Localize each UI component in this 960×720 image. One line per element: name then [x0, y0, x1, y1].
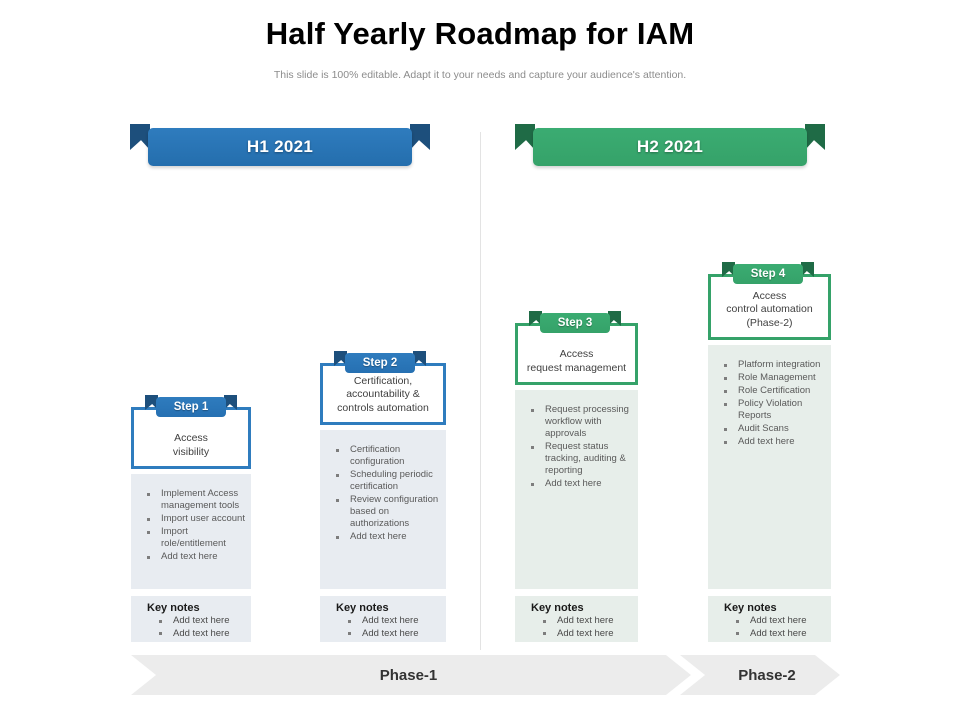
list-item: Import role/entitlement: [137, 526, 245, 550]
step-1-badge-bar: Step 1: [156, 397, 226, 417]
step-2-badge: Step 2: [334, 351, 426, 375]
badge-tail-right-icon: [801, 262, 814, 277]
step-1-heading-text: Access visibility: [172, 432, 210, 458]
list-item: Request status tracking, auditing & repo…: [521, 441, 632, 477]
step-4-heading-box: Access control automation (Phase-2): [708, 274, 831, 340]
step-1-keynotes: Key notes Add text here Add text here: [131, 596, 251, 642]
list-item: Audit Scans: [714, 423, 825, 435]
step-2-heading-text: Certification, accountability & controls…: [337, 374, 429, 414]
banner-h2-2021: H2 2021: [515, 124, 825, 170]
list-item: Role Certification: [714, 385, 825, 397]
step-1-keynotes-list: Add text here Add text here: [137, 615, 245, 640]
badge-tail-right-icon: [413, 351, 426, 366]
banner-h1-ribbon: H1 2021: [148, 128, 412, 166]
keynotes-title: Key notes: [724, 602, 777, 614]
ribbon-tail-right-icon: [805, 124, 825, 150]
keynotes-title: Key notes: [531, 602, 584, 614]
list-item: Add text here: [326, 628, 440, 641]
list-item: Policy Violation Reports: [714, 398, 825, 422]
banner-h1-2021: H1 2021: [130, 124, 430, 170]
phase-1-label: Phase-1: [379, 666, 438, 684]
step-2-heading-box: Certification, accountability & controls…: [320, 363, 446, 425]
step-4-keynotes: Key notes Add text here Add text here: [708, 596, 831, 642]
step-1-badge-label: Step 1: [173, 401, 209, 413]
step-4-bullet-list: Platform integration Role Management Rol…: [714, 359, 825, 448]
ribbon-tail-left-icon: [130, 124, 150, 150]
step-3-heading-box: Access request management: [515, 323, 638, 385]
step-3-badge: Step 3: [529, 311, 621, 335]
step-4-badge-bar: Step 4: [733, 264, 803, 284]
keynotes-title: Key notes: [336, 602, 389, 614]
badge-tail-right-icon: [608, 311, 621, 326]
step-2-badge-label: Step 2: [362, 357, 398, 369]
step-3-badge-bar: Step 3: [540, 313, 610, 333]
step-4-body: Platform integration Role Management Rol…: [708, 345, 831, 589]
badge-tail-left-icon: [529, 311, 542, 326]
list-item: Add text here: [521, 615, 632, 628]
list-item: Add text here: [714, 628, 825, 641]
step-2-body: Certification configuration Scheduling p…: [320, 430, 446, 589]
list-item: Implement Access management tools: [137, 488, 245, 512]
phase-2-label: Phase-2: [738, 666, 796, 684]
list-item: Certification configuration: [326, 444, 440, 468]
list-item: Add text here: [714, 436, 825, 448]
step-2-keynotes-list: Add text here Add text here: [326, 615, 440, 640]
list-item: Request processing workflow with approva…: [521, 404, 632, 440]
step-3-bullet-list: Request processing workflow with approva…: [521, 404, 632, 490]
step-3-keynotes: Key notes Add text here Add text here: [515, 596, 638, 642]
list-item: Add text here: [326, 531, 440, 543]
list-item: Add text here: [521, 478, 632, 490]
step-4-keynotes-list: Add text here Add text here: [714, 615, 825, 640]
page-subtitle: This slide is 100% editable. Adapt it to…: [273, 69, 687, 81]
list-item: Import user account: [137, 513, 245, 525]
list-item: Add text here: [137, 628, 245, 641]
half-divider: [480, 132, 481, 650]
list-item: Add text here: [521, 628, 632, 641]
list-item: Role Management: [714, 372, 825, 384]
step-2-bullet-list: Certification configuration Scheduling p…: [326, 444, 440, 543]
keynotes-title: Key notes: [147, 602, 200, 614]
step-2-keynotes: Key notes Add text here Add text here: [320, 596, 446, 642]
step-4-heading-text: Access control automation (Phase-2): [726, 289, 813, 329]
banner-h2-ribbon: H2 2021: [533, 128, 807, 166]
page-title: Half Yearly Roadmap for IAM: [265, 16, 695, 51]
step-4-badge-label: Step 4: [750, 268, 786, 280]
ribbon-tail-right-icon: [410, 124, 430, 150]
list-item: Review configuration based on authorizat…: [326, 494, 440, 530]
phase-1-arrow: Phase-1: [131, 655, 691, 695]
badge-tail-left-icon: [334, 351, 347, 366]
badge-tail-right-icon: [224, 395, 237, 410]
step-3-keynotes-list: Add text here Add text here: [521, 615, 632, 640]
step-1-badge: Step 1: [145, 395, 237, 419]
step-3-badge-label: Step 3: [557, 317, 593, 329]
list-item: Platform integration: [714, 359, 825, 371]
step-4-badge: Step 4: [722, 262, 814, 286]
list-item: Add text here: [137, 615, 245, 628]
list-item: Scheduling periodic certification: [326, 469, 440, 493]
badge-tail-left-icon: [145, 395, 158, 410]
list-item: Add text here: [714, 615, 825, 628]
ribbon-tail-left-icon: [515, 124, 535, 150]
phase-2-arrow: Phase-2: [680, 655, 840, 695]
step-3-heading-text: Access request management: [526, 348, 627, 374]
banner-h1-label: H1 2021: [246, 137, 314, 156]
step-2-badge-bar: Step 2: [345, 353, 415, 373]
badge-tail-left-icon: [722, 262, 735, 277]
step-3-body: Request processing workflow with approva…: [515, 390, 638, 589]
list-item: Add text here: [326, 615, 440, 628]
step-1-body: Implement Access management tools Import…: [131, 474, 251, 589]
step-1-bullet-list: Implement Access management tools Import…: [137, 488, 245, 563]
list-item: Add text here: [137, 551, 245, 563]
banner-h2-label: H2 2021: [636, 137, 704, 156]
